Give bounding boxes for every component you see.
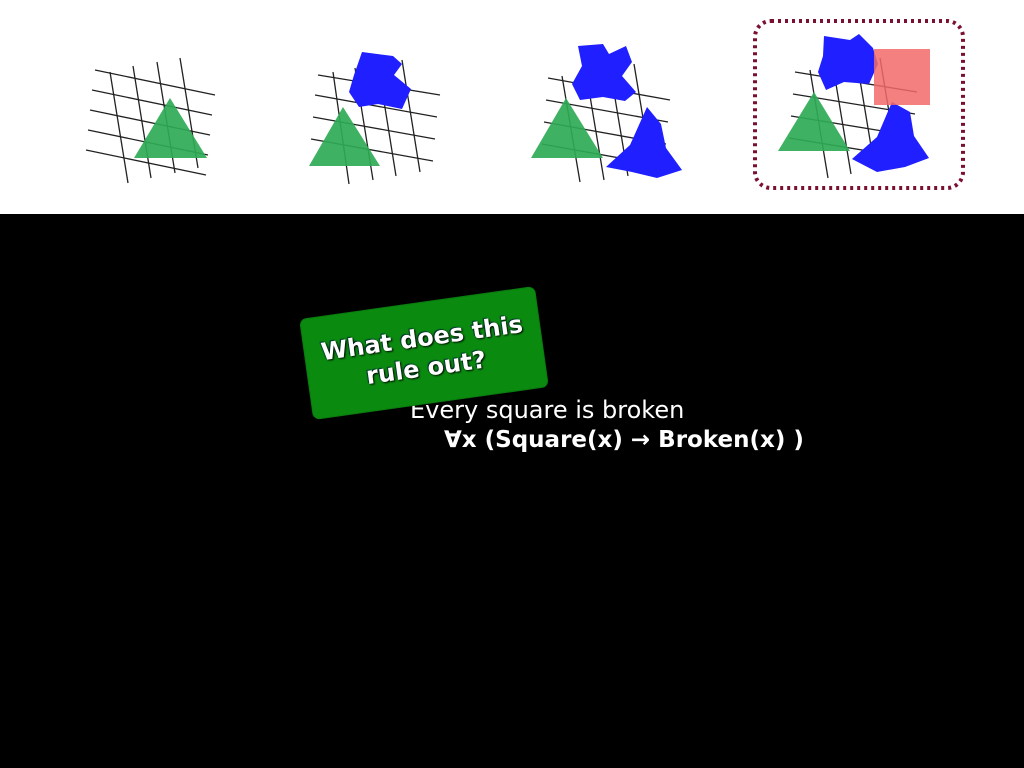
blob-icon [349, 52, 411, 109]
highlight-frame [753, 19, 965, 190]
worlds-illustration [85, 19, 965, 190]
square-icon [874, 49, 930, 105]
english-sentence: Every square is broken [410, 396, 685, 424]
blob-icon [606, 107, 682, 178]
world-2[interactable] [309, 52, 441, 185]
triangle-icon [778, 92, 850, 151]
world-4[interactable] [753, 19, 965, 190]
blob-icon [818, 34, 878, 90]
blob-icon [852, 102, 929, 172]
grid-icon [85, 57, 216, 184]
blob-icon [572, 44, 636, 101]
world-3[interactable] [531, 44, 682, 183]
triangle-icon [309, 107, 380, 166]
triangle-icon [134, 98, 207, 158]
fol-formula: ∀x (Square(x) → Broken(x) ) [444, 427, 804, 453]
triangle-icon [531, 98, 603, 158]
world-1[interactable] [85, 57, 216, 184]
callout-text: What does this rule out? [319, 310, 525, 391]
